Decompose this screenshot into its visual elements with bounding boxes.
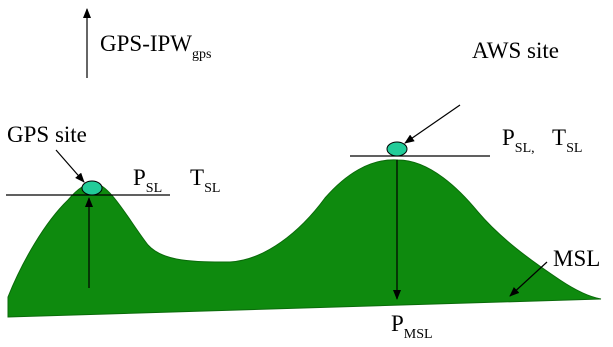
aws-site-label: AWS site <box>472 38 559 63</box>
gps-ipw-label: GPS-IPWgps <box>100 31 211 62</box>
msl-pointer-arrow <box>509 261 548 297</box>
gps-site-temperature-label: TSL <box>190 165 220 196</box>
aws-site-marker <box>386 141 408 157</box>
gps-site-marker <box>81 180 103 196</box>
msl-label: MSL <box>553 246 600 271</box>
gps-site-pointer-arrow <box>55 149 85 183</box>
aws-site-pressure-label: PSL, <box>502 125 535 156</box>
gps-site-label: GPS site <box>7 122 87 147</box>
gps-site-pressure-label: PSL <box>133 165 162 196</box>
aws-site-temperature-label: TSL <box>552 125 582 156</box>
msl-pressure-label: PMSL <box>391 311 433 342</box>
aws-site-pointer-arrow <box>404 104 461 144</box>
